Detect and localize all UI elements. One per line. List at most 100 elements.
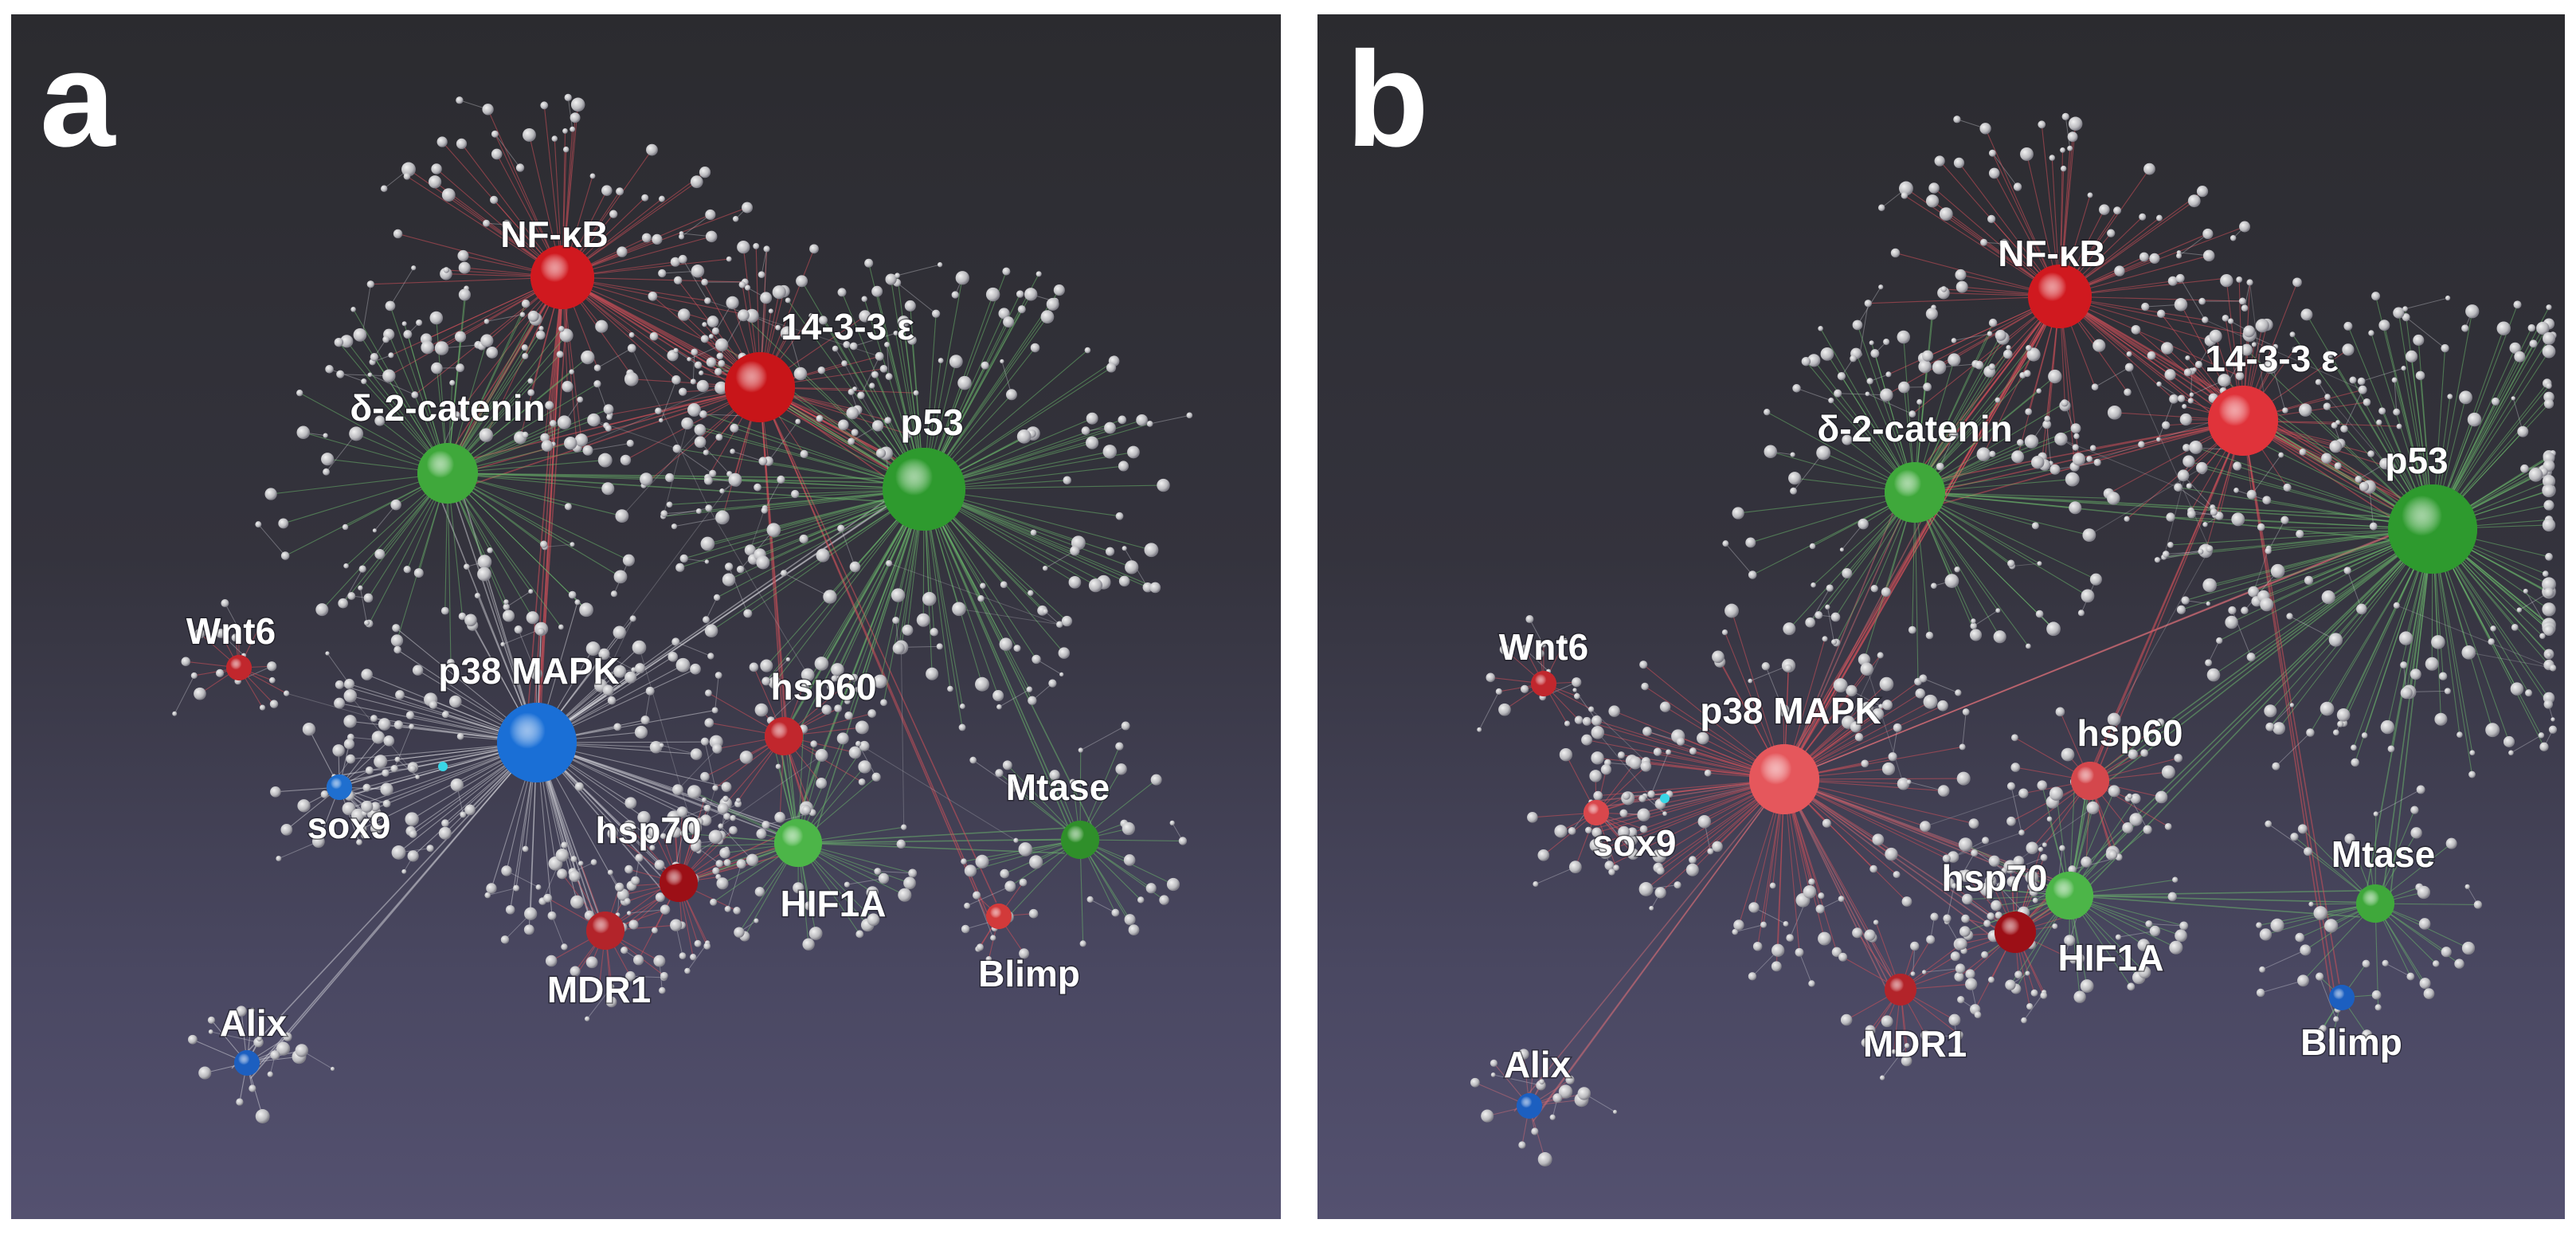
edge (2394, 380, 2398, 413)
leaf-node (551, 135, 558, 142)
leaf-node (814, 657, 829, 671)
leaf-node (1854, 732, 1864, 742)
leaf-node (502, 610, 515, 622)
leaf-node (1581, 734, 1593, 746)
leaf-node (416, 319, 423, 327)
leaf-node (1088, 578, 1102, 593)
leaf-node (1518, 1141, 1526, 1149)
leaf-node (480, 334, 494, 347)
leaf-node (382, 369, 396, 382)
leaf-node (2182, 443, 2190, 452)
leaf-node (949, 355, 963, 369)
leaf-node (1865, 1025, 1876, 1036)
leaf-node (1048, 679, 1057, 688)
leaf-node (340, 335, 354, 348)
leaf-node (848, 746, 862, 759)
leaf-node (1944, 574, 1959, 588)
leaf-node (1818, 892, 1825, 900)
leaf-node (2073, 990, 2086, 1003)
leaf-node (1016, 290, 1024, 298)
leaf-node (864, 258, 874, 268)
leaf-node (2174, 297, 2188, 312)
leaf-node (1879, 1075, 1885, 1080)
leaf-node (280, 824, 293, 836)
leaf-node (521, 299, 530, 308)
leaf-node (1816, 445, 1831, 461)
leaf-node (2038, 120, 2046, 129)
leaf-node (1881, 587, 1891, 598)
leaf-node (1840, 1013, 1853, 1026)
edge (220, 633, 245, 657)
leaf-node (1899, 181, 1913, 196)
edge (2268, 823, 2308, 853)
leaf-node (2255, 319, 2269, 333)
leaf-node (758, 457, 768, 466)
edge (2179, 233, 2209, 257)
leaf-node (2060, 165, 2067, 172)
hub-label-mtase: Mtase (2331, 833, 2435, 875)
leaf-node (1697, 814, 1711, 829)
edge (1838, 393, 1887, 396)
leaf-node (2025, 408, 2033, 416)
leaf-node (1118, 461, 1129, 472)
leaf-node (2011, 450, 2025, 464)
leaf-node (1815, 904, 1825, 914)
leaf-node (648, 825, 660, 838)
leaf-node (2107, 229, 2116, 237)
leaf-node (2031, 522, 2039, 530)
leaf-node (1019, 878, 1028, 887)
leaf-node (1591, 715, 1603, 727)
leaf-node (937, 262, 943, 268)
leaf-node (907, 335, 917, 345)
leaf-node (2055, 707, 2065, 717)
leaf-node (760, 659, 773, 672)
leaf-node (1531, 1127, 1539, 1135)
leaf-node (659, 986, 666, 994)
leaf-node (2369, 522, 2378, 531)
backbone-edge (536, 474, 934, 743)
leaf-node (704, 624, 718, 637)
leaf-node (1537, 1152, 1552, 1166)
leaf-node (1712, 841, 1723, 853)
edge (586, 986, 613, 1019)
leaf-node (705, 504, 713, 512)
leaf-node (1981, 951, 1989, 959)
leaf-node (1932, 360, 1947, 374)
leaf-node (1639, 825, 1648, 833)
leaf-node (1925, 631, 1934, 640)
edge (597, 347, 632, 369)
leaf-node (964, 902, 971, 909)
accent-node (438, 762, 448, 771)
leaf-node (2042, 842, 2047, 848)
leaf-node (2243, 325, 2256, 338)
leaf-node (947, 685, 953, 692)
leaf-node (448, 695, 462, 708)
edge (2343, 390, 2363, 429)
leaf-node (1760, 921, 1768, 928)
leaf-node (613, 625, 626, 639)
hub-label-hsp70: hsp70 (1942, 857, 2048, 899)
leaf-node (761, 821, 770, 829)
hub-node-highlight-mdr1 (586, 912, 624, 950)
leaf-node (791, 489, 800, 499)
leaf-node (754, 703, 769, 717)
leaf-node (1811, 582, 1816, 588)
leaf-node (653, 955, 666, 967)
leaf-node (2233, 461, 2242, 471)
hub-node-highlight-hsp60 (765, 717, 803, 755)
leaf-node (1541, 642, 1547, 648)
hub-node-highlight-p53 (883, 448, 965, 531)
leaf-node (535, 330, 546, 340)
leaf-node (2037, 561, 2042, 567)
edge (2158, 398, 2175, 440)
hub-node-highlight-hif1a (2046, 872, 2093, 919)
edge (506, 590, 531, 608)
backbone-edge (1783, 778, 2023, 939)
leaf-node (2319, 1025, 2327, 1033)
backbone-edge (1783, 778, 1904, 1001)
leaf-node (1549, 1114, 1556, 1120)
leaf-node (1950, 951, 1960, 962)
leaf-node (2364, 842, 2371, 849)
leaf-node (2549, 665, 2557, 672)
